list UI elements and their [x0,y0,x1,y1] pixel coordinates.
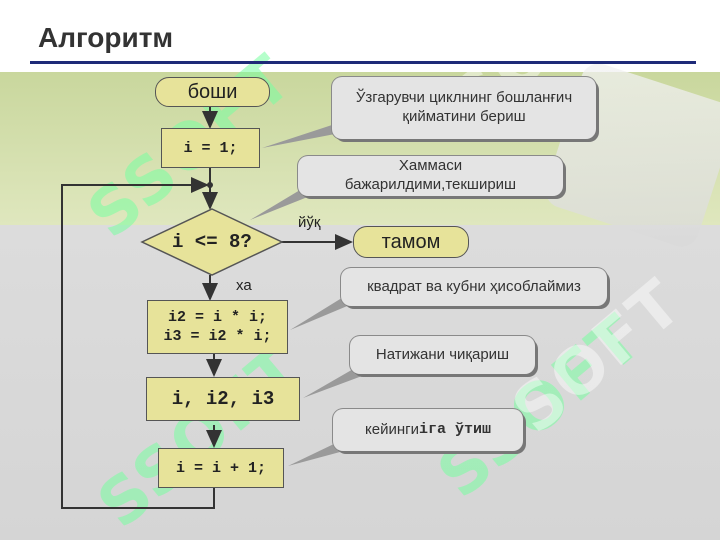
calc-line: i3 = i2 * i; [163,328,272,345]
callout-pointer [288,442,340,466]
condition-label: i <= 8? [172,231,252,253]
callout-pointer [250,190,310,220]
output-node: i, i2, i3 [146,377,300,421]
junction-dot [207,182,213,188]
callout-pointer [303,368,362,398]
calc-line: i2 = i * i; [167,308,268,326]
no-branch-label: йўқ [298,214,321,231]
callout-init-note: Ўзгарувчи циклнинг бошланғич қийматини б… [332,77,596,139]
page-title: Алгоритм [38,22,174,53]
init-node: i = 1; [161,128,260,168]
next-note-code: iга ўтиш [418,420,491,438]
callout-pointer [262,124,335,148]
yes-branch-label: ха [236,277,252,294]
callout-output-note: Натижани чиқариш [350,336,535,374]
callout-calc-note: квадрат ва кубни ҳисоблаймиз [341,268,607,306]
callout-check-note: Хаммаси бажарилдими,текшириш [298,156,563,196]
increment-node: i = i + 1; [158,448,284,488]
end-node: тамом [353,226,469,258]
condition-diamond [140,208,284,276]
next-note-text: кейинги [365,420,419,438]
title-underline [30,61,696,64]
calculation-node: i2 = i * i; i3 = i2 * i; [147,300,288,354]
callout-pointer [290,296,352,330]
start-node: боши [155,77,270,107]
callout-next-note: кейинги iга ўтиш [333,409,523,451]
loop-back-arrow [61,177,215,509]
